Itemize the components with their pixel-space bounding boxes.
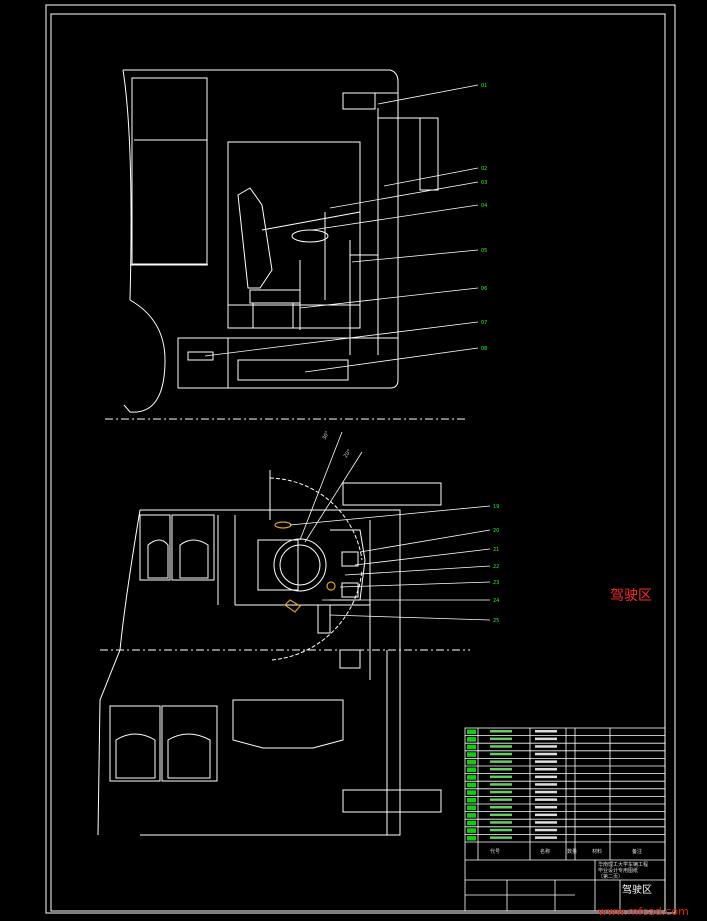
- bom-row-marker: [467, 759, 476, 765]
- callout-25: 25: [493, 618, 499, 624]
- bom-code-glyph: [490, 821, 512, 824]
- bom-row-marker: [467, 729, 476, 735]
- bom-name-glyph: [535, 737, 557, 741]
- bom-markers: [467, 729, 557, 841]
- bom-code-glyph: [490, 745, 512, 748]
- callout-08: 08: [481, 346, 487, 352]
- bom-row-marker: [467, 813, 476, 818]
- bom-row-marker: [467, 775, 476, 780]
- bom-name-glyph: [535, 730, 557, 733]
- bom-name-glyph: [535, 798, 557, 801]
- bom-code-glyph: [490, 798, 512, 801]
- col-code: 代号: [490, 848, 500, 855]
- callout-24: 24: [493, 598, 499, 604]
- bom-code-glyph: [490, 806, 512, 809]
- bom-row-marker: [467, 744, 476, 750]
- bom-name-glyph: [535, 752, 557, 756]
- callout-22: 22: [493, 564, 499, 570]
- bom-name-glyph: [535, 783, 557, 786]
- bom-name-glyph: [535, 828, 557, 832]
- outer-border: [45, 4, 676, 914]
- callout-21: 21: [493, 547, 499, 553]
- watermark: www.mfcad.com: [598, 905, 689, 918]
- bom-code-glyph: [490, 768, 512, 771]
- bom-code-glyph: [490, 760, 512, 763]
- bom-row-marker: [467, 797, 476, 803]
- angle-label-30: 30°: [321, 430, 331, 441]
- plan-callouts: 19 20 21 22 23 24 25: [493, 504, 499, 624]
- sight-lines: [299, 431, 363, 543]
- bom-row-marker: [467, 782, 476, 788]
- bom-name-glyph: [535, 760, 557, 763]
- bom-row-marker: [467, 828, 476, 833]
- side-leaders: [204, 84, 479, 373]
- bom-name-glyph: [535, 806, 557, 809]
- angle-label-20: 20°: [343, 448, 353, 459]
- bom-code-glyph: [490, 752, 512, 756]
- bom-code-glyph: [490, 790, 512, 794]
- side-view: [122, 69, 439, 413]
- plan-view: [97, 470, 442, 836]
- bom-code-glyph: [490, 783, 512, 786]
- callout-07: 07: [481, 320, 487, 326]
- bom-row-marker: [467, 790, 476, 795]
- zone-annotation: 驾驶区: [610, 588, 652, 604]
- bom-name-glyph: [535, 768, 557, 771]
- bom-code-glyph: [490, 836, 512, 839]
- col-name: 名称: [540, 848, 550, 855]
- plan-leaders: [289, 505, 491, 621]
- bom-name-glyph: [535, 790, 557, 794]
- bom-code-glyph: [490, 737, 512, 741]
- callout-03: 03: [481, 180, 487, 186]
- bom-code-glyph: [490, 775, 512, 779]
- callout-20: 20: [493, 528, 499, 534]
- bom-row-marker: [467, 752, 476, 757]
- bom-name-glyph: [535, 745, 557, 748]
- col-material: 材料: [592, 848, 602, 855]
- bom-name-glyph: [535, 821, 557, 824]
- side-callouts: 01 02 03 04 05 06 07 08: [481, 83, 487, 352]
- bom-row-marker: [467, 737, 476, 742]
- callout-01: 01: [481, 83, 487, 89]
- inner-border: [50, 13, 666, 912]
- callout-06: 06: [481, 286, 487, 292]
- bom-row-marker: [467, 805, 476, 811]
- callout-05: 05: [481, 248, 487, 254]
- school-line-1: 华南理工大学车辆工程: [598, 861, 648, 868]
- bom-name-glyph: [535, 813, 557, 817]
- callout-23: 23: [493, 580, 499, 586]
- bom-code-glyph: [490, 828, 512, 832]
- bom-code-glyph: [490, 730, 512, 733]
- title-block: [464, 727, 666, 912]
- school-line-2: 毕业设计专用图纸: [598, 867, 638, 874]
- callout-02: 02: [481, 166, 487, 172]
- bom-code-glyph: [490, 813, 512, 817]
- school-line-3: （第二页）: [598, 873, 623, 880]
- callout-04: 04: [481, 203, 487, 209]
- col-qty: 数量: [567, 848, 577, 855]
- drawing-title: 驾驶区: [622, 883, 652, 896]
- bom-row-marker: [467, 835, 476, 841]
- bom-name-glyph: [535, 775, 557, 779]
- bom-row-marker: [467, 767, 476, 773]
- bom-name-glyph: [535, 836, 557, 839]
- col-remark: 备注: [632, 848, 642, 855]
- bom-row-marker: [467, 820, 476, 826]
- callout-19: 19: [493, 504, 499, 510]
